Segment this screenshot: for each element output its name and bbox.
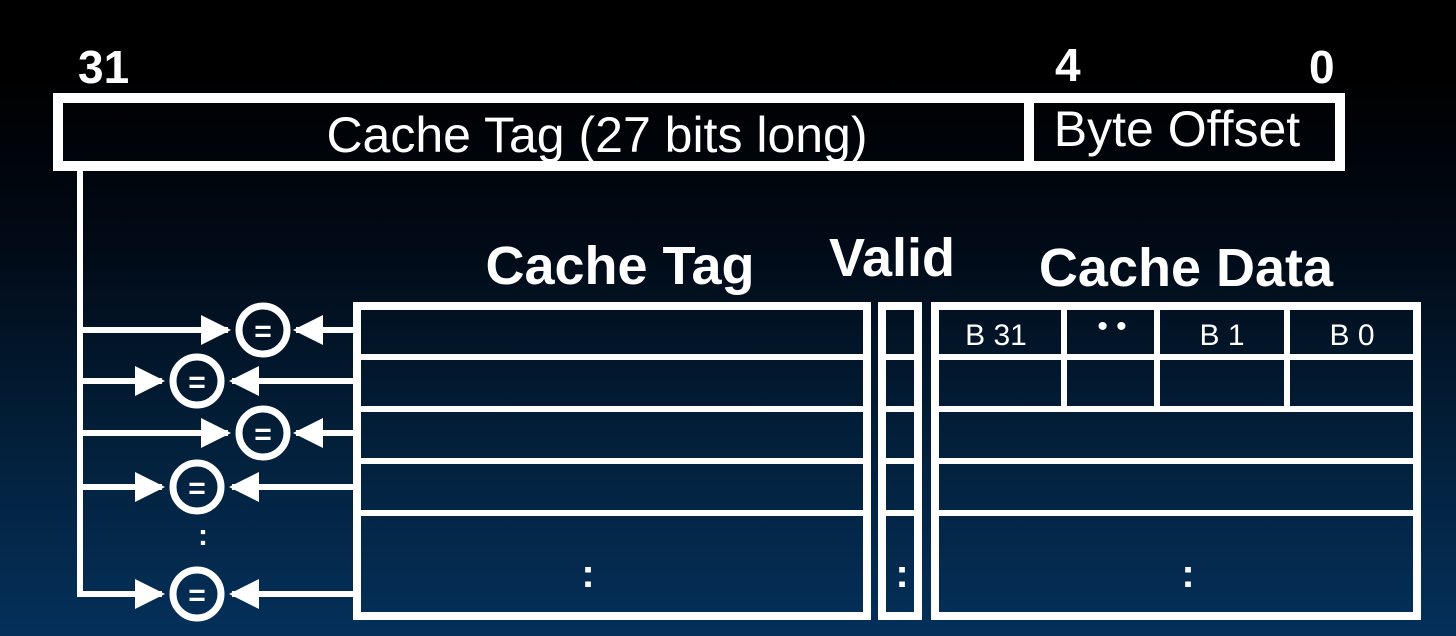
byte-ellipsis-label: • • — [1097, 310, 1126, 343]
comparator-equals-symbol: = — [254, 315, 272, 348]
data-continuation: : — [1181, 552, 1194, 596]
comparator-circle — [169, 566, 225, 622]
valid-header: Valid — [829, 228, 955, 288]
comparator-continuation: : — [198, 519, 208, 552]
byte-b1-label: B 1 — [1199, 319, 1244, 352]
comparator-row-0: = — [80, 302, 357, 358]
comparator-row-last: = — [80, 566, 357, 622]
address-register: Cache Tag (27 bits long) Byte Offset — [53, 93, 1345, 171]
comparator-circle — [169, 353, 225, 409]
comparator-equals-symbol: = — [254, 418, 272, 451]
byte-b0-label: B 0 — [1329, 319, 1374, 352]
cache-tag-array: : — [353, 302, 871, 620]
comparator-equals-symbol: = — [188, 579, 206, 612]
bit-label-0: 0 — [1309, 41, 1335, 93]
byte-offset-field-label: Byte Offset — [1054, 101, 1301, 157]
cache-tag-header: Cache Tag — [485, 236, 754, 296]
comparator-row-3: = — [80, 459, 357, 515]
comparator-equals-symbol: = — [188, 472, 206, 505]
cache-data-array: B 31 • • B 1 B 0 : — [931, 302, 1421, 620]
valid-bit-array: : — [878, 302, 922, 620]
bit-label-4: 4 — [1055, 39, 1081, 91]
comparator-circle — [235, 302, 291, 358]
valid-continuation: : — [895, 552, 908, 596]
bit-label-31: 31 — [78, 41, 129, 93]
comparator-circle — [235, 405, 291, 461]
cache-data-header: Cache Data — [1039, 238, 1334, 298]
comparator-row-1: = — [80, 353, 357, 409]
comparator-row-2: = — [80, 405, 357, 461]
address-box — [53, 93, 1345, 171]
comparator-circle — [169, 459, 225, 515]
cache-tag-field-label: Cache Tag (27 bits long) — [326, 107, 867, 163]
comparator-equals-symbol: = — [188, 366, 206, 399]
byte-b31-label: B 31 — [965, 319, 1027, 352]
tag-continuation: : — [581, 552, 594, 596]
